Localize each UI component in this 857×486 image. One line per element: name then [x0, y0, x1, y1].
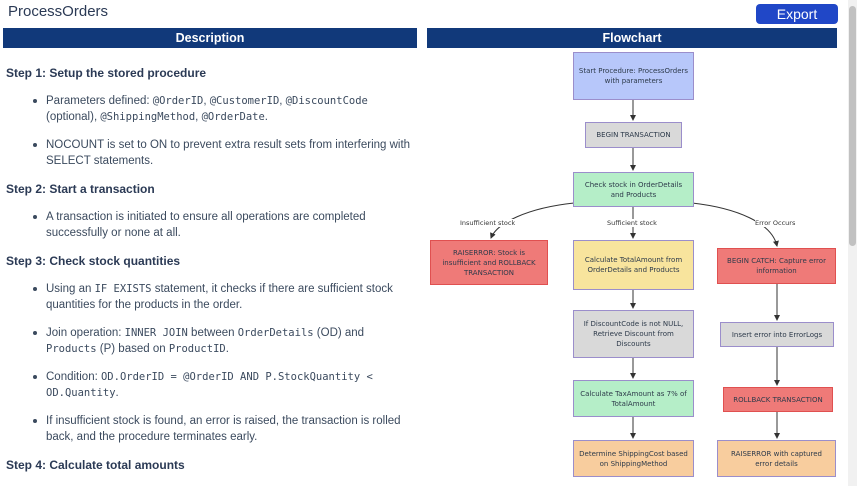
- list-item: NOCOUNT is set to ON to prevent extra re…: [33, 137, 414, 169]
- list-item: Condition: OD.OrderID = @OrderID AND P.S…: [33, 369, 414, 401]
- code-span: @ShippingMethod: [100, 111, 196, 123]
- code-span: @OrderDate: [201, 111, 265, 123]
- code-span: ProductID: [168, 343, 226, 355]
- list-item: Parameters defined: @OrderID, @CustomerI…: [33, 93, 414, 125]
- code-span: OrderDetails: [237, 327, 314, 339]
- flowchart-edges: [490, 100, 780, 439]
- step-title: Step 2: Start a transaction: [6, 182, 155, 196]
- flow-node-calc-total[interactable]: Calculate TotalAmount from OrderDetails …: [573, 240, 694, 290]
- export-button[interactable]: Export: [756, 4, 838, 24]
- app-title: ProcessOrders: [8, 3, 109, 20]
- code-span: @CustomerID: [209, 95, 280, 107]
- flow-node-rollback[interactable]: ROLLBACK TRANSACTION: [723, 387, 833, 412]
- flow-node-check-stock[interactable]: Check stock in OrderDetails and Products: [573, 172, 694, 207]
- step-title: Step 3: Check stock quantities: [6, 254, 181, 268]
- edge-label-insufficient: Insufficient stock: [460, 219, 516, 227]
- code-span: @DiscountCode: [285, 95, 368, 107]
- description-header: Description: [3, 28, 417, 48]
- flow-node-shipping[interactable]: Determine ShippingCost based on Shipping…: [573, 440, 694, 477]
- flowchart-panel: Insufficient stock Sufficient stock Erro…: [427, 48, 847, 486]
- code-span: INNER JOIN: [124, 327, 188, 339]
- flow-node-tax[interactable]: Calculate TaxAmount as 7% of TotalAmount: [573, 380, 694, 417]
- edge-label-sufficient: Sufficient stock: [607, 219, 657, 227]
- list-item: Join operation: INNER JOIN between Order…: [33, 325, 414, 357]
- list-item: Using an IF EXISTS statement, it checks …: [33, 281, 414, 313]
- top-bar: ProcessOrders Export: [0, 0, 857, 28]
- edge-check-insufficient: [490, 202, 575, 239]
- description-panel: Step 1: Setup the stored procedure Param…: [0, 48, 420, 486]
- code-span: @OrderID: [152, 95, 204, 107]
- flow-node-start[interactable]: Start Procedure: ProcessOrders with para…: [573, 52, 694, 100]
- list-item: A transaction is initiated to ensure all…: [33, 209, 414, 241]
- list-item: If insufficient stock is found, an error…: [33, 413, 414, 445]
- edge-label-error: Error Occurs: [755, 219, 796, 227]
- flow-node-discount[interactable]: If DiscountCode is not NULL, Retrieve Di…: [573, 310, 694, 358]
- code-span: IF EXISTS: [94, 283, 152, 295]
- code-span: Products: [46, 343, 97, 355]
- edge-check-error: [691, 202, 779, 247]
- step-title: Step 1: Setup the stored procedure: [6, 66, 207, 80]
- flow-node-insert-error[interactable]: Insert error into ErrorLogs: [720, 322, 834, 347]
- scrollbar[interactable]: [848, 0, 857, 486]
- step-title: Step 4: Calculate total amounts: [6, 458, 185, 472]
- code-span: OD.OrderID = @OrderID AND P.StockQuantit…: [46, 371, 373, 399]
- flowchart-header: Flowchart: [427, 28, 837, 48]
- scrollbar-thumb[interactable]: [849, 6, 856, 246]
- flow-node-begin-catch[interactable]: BEGIN CATCH: Capture error information: [717, 248, 836, 284]
- flow-node-begin-transaction[interactable]: BEGIN TRANSACTION: [585, 122, 682, 148]
- flow-node-raiserror-captured[interactable]: RAISERROR with captured error details: [717, 440, 836, 477]
- flow-node-raiserror-stock[interactable]: RAISERROR: Stock is insufficient and ROL…: [430, 240, 548, 285]
